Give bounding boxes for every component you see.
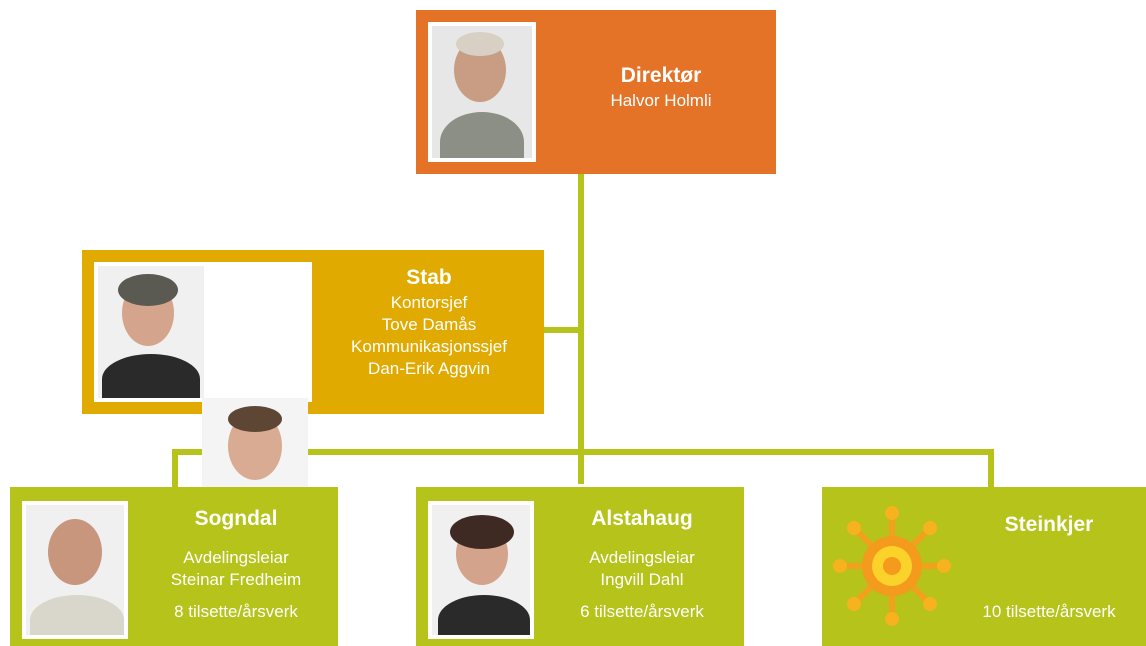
director-name: Halvor Holmli — [610, 91, 712, 110]
branch-box-steinkjer: Steinkjer 10 tilsette/årsverk — [822, 487, 1146, 646]
branch-role: Avdelingsleiar — [589, 548, 695, 567]
branch-box-alstahaug: Alstahaug Avdelingsleiar Ingvill Dahl 6 … — [416, 487, 744, 646]
director-title: Direktør — [620, 64, 702, 87]
staff-photo — [94, 262, 312, 530]
director-text: Direktør Halvor Holmli — [556, 62, 766, 112]
staff-text: Stab Kontorsjef Tove Damås Kommunikasjon… — [322, 264, 536, 380]
person-portrait-icon — [432, 26, 532, 158]
branch-name: Ingvill Dahl — [600, 570, 684, 589]
branch-role: Avdelingsleiar — [183, 548, 289, 567]
branch-staff-count: 6 tilsette/årsverk — [580, 602, 704, 621]
staff-line: Dan-Erik Aggvin — [368, 359, 490, 378]
branch-text-alstahaug: Alstahaug Avdelingsleiar Ingvill Dahl 6 … — [544, 505, 740, 623]
director-box: Direktør Halvor Holmli — [416, 10, 776, 174]
staff-line: Tove Damås — [381, 315, 477, 334]
branch-title: Sogndal — [194, 507, 278, 530]
branch-name: Steinar Fredheim — [170, 570, 302, 589]
branch-text-steinkjer: Steinkjer 10 tilsette/årsverk — [952, 511, 1146, 623]
connector-staff-horizontal — [544, 327, 584, 333]
branch-photo-sogndal — [22, 501, 128, 639]
sun-logo-icon — [832, 501, 952, 631]
branch-staff-count: 8 tilsette/årsverk — [174, 602, 298, 621]
staff-box: Stab Kontorsjef Tove Damås Kommunikasjon… — [82, 250, 544, 530]
branch-title: Steinkjer — [1004, 513, 1094, 536]
person-portrait-icon — [26, 505, 124, 635]
branch-box-sogndal: Sogndal Avdelingsleiar Steinar Fredheim … — [10, 487, 338, 646]
connector-branches-horizontal — [172, 449, 994, 455]
staff-title: Stab — [406, 266, 452, 289]
person-portrait-icon — [98, 266, 204, 398]
connector-steinkjer-vertical — [988, 449, 994, 489]
branch-title: Alstahaug — [591, 507, 693, 530]
connector-sogndal-vertical — [172, 449, 178, 489]
person-portrait-icon — [432, 505, 530, 635]
branch-photo-alstahaug — [428, 501, 534, 639]
director-photo — [428, 22, 536, 162]
staff-line: Kontorsjef — [390, 293, 468, 312]
staff-line: Kommunikasjonssjef — [351, 337, 507, 356]
branch-staff-count: 10 tilsette/årsverk — [982, 602, 1116, 621]
branch-text-sogndal: Sogndal Avdelingsleiar Steinar Fredheim … — [138, 505, 334, 623]
